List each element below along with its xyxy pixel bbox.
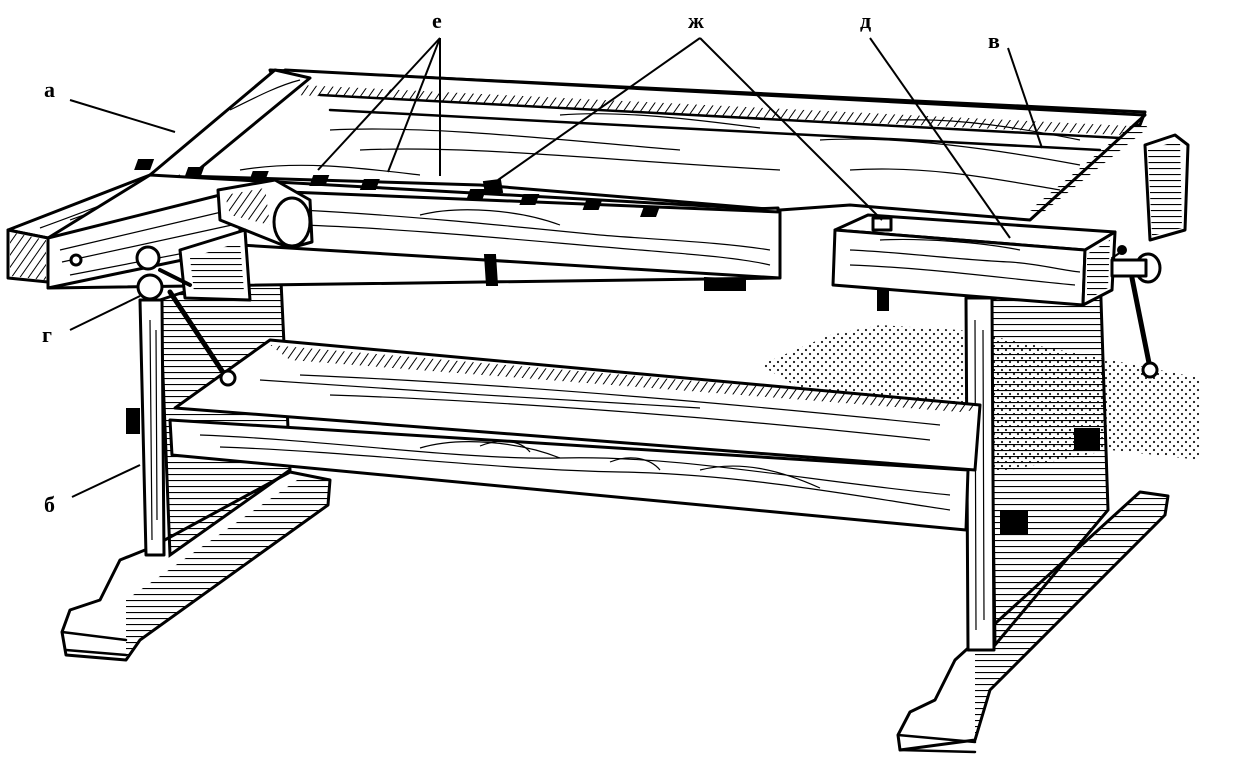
bench-dog xyxy=(482,178,504,196)
bench-dog-holes xyxy=(134,159,661,217)
label-g: г xyxy=(42,322,52,347)
bench-top xyxy=(148,68,1148,222)
label-zh: ж xyxy=(688,8,704,33)
diagram-labels: а е ж д в г б xyxy=(42,8,1000,517)
label-d: д xyxy=(860,8,871,33)
right-leg-frame xyxy=(896,268,1170,754)
leader-lines xyxy=(69,37,1043,498)
end-vise xyxy=(831,213,1162,379)
label-e: е xyxy=(432,8,442,33)
label-v: в xyxy=(988,28,1000,53)
label-a: а xyxy=(44,77,55,102)
front-vise xyxy=(135,178,314,387)
lower-shelf xyxy=(168,338,982,532)
label-b: б xyxy=(44,492,55,517)
right-tail-board xyxy=(1143,133,1190,242)
left-side-rail xyxy=(6,68,312,284)
